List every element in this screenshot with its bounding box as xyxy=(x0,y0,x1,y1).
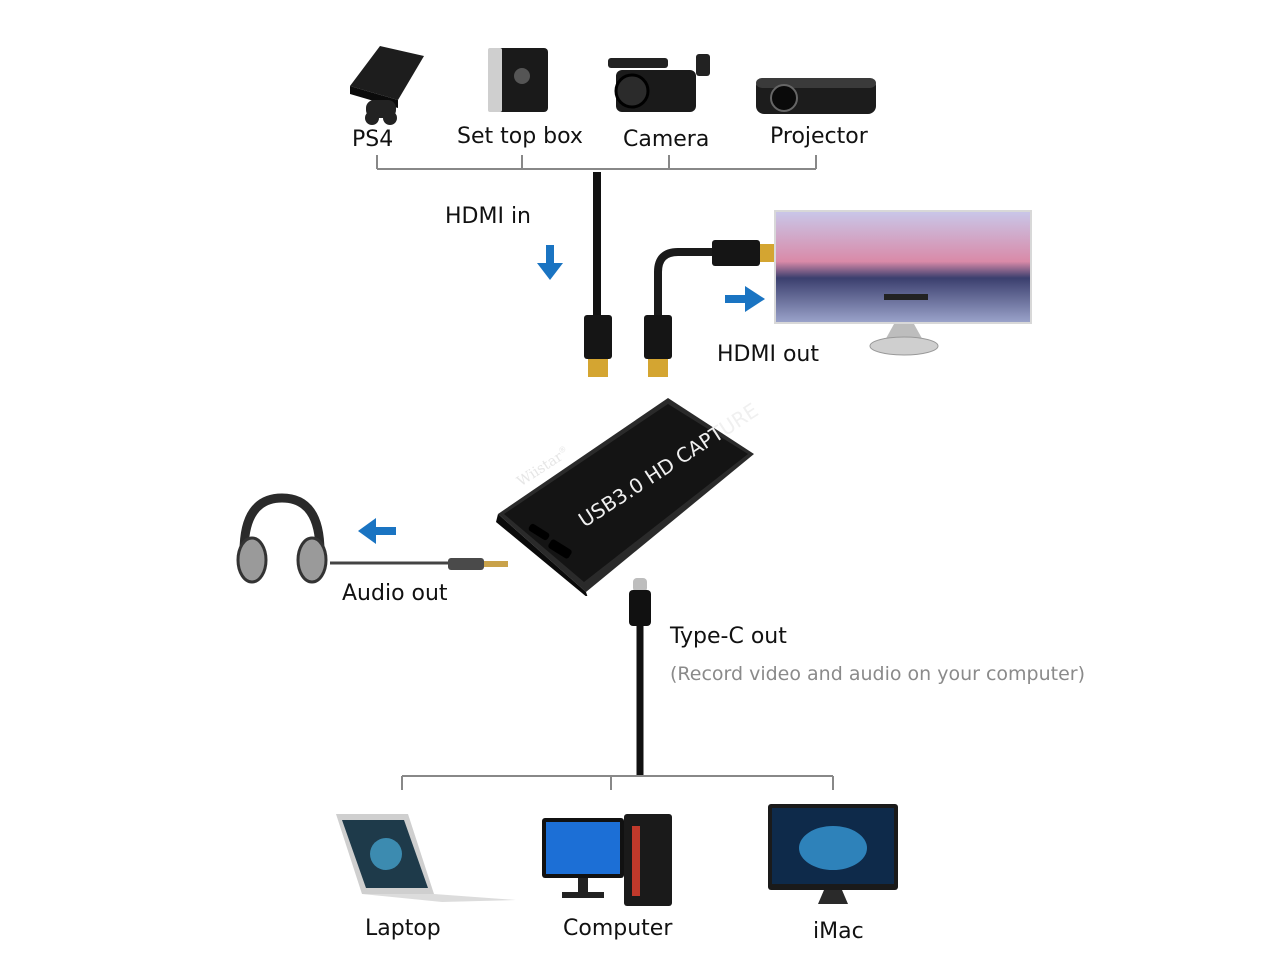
audio-out-label: Audio out xyxy=(342,581,448,606)
target-label-laptop: Laptop xyxy=(365,916,441,941)
arrow-down-icon xyxy=(537,245,563,281)
usb-c-plug-icon xyxy=(629,578,651,626)
source-label-ps4: PS4 xyxy=(352,127,393,152)
target-bracket xyxy=(402,776,833,790)
hdmi-plug-icon xyxy=(642,315,674,379)
typec-note: (Record video and audio on your computer… xyxy=(670,663,1085,685)
desktop-computer-icon xyxy=(540,812,676,908)
target-label-imac: iMac xyxy=(813,919,864,944)
set-top-box-icon xyxy=(484,42,554,118)
projector-icon xyxy=(752,70,880,120)
headphones-icon xyxy=(232,490,332,590)
source-label-camera: Camera xyxy=(623,127,709,152)
source-label-set-top-box: Set top box xyxy=(457,124,583,149)
monitor-icon xyxy=(774,210,1032,358)
camcorder-icon xyxy=(604,48,714,123)
imac-icon xyxy=(768,804,898,908)
hdmi-plug-icon xyxy=(712,238,776,268)
arrow-right-icon xyxy=(725,286,765,312)
laptop-icon xyxy=(332,810,518,906)
hdmi-in-label: HDMI in xyxy=(445,204,531,229)
typec-out-label: Type-C out xyxy=(670,624,787,649)
hdmi-plug-icon xyxy=(582,315,614,379)
source-bracket xyxy=(377,155,816,169)
source-label-projector: Projector xyxy=(770,124,868,149)
ps4-console-icon xyxy=(338,38,428,128)
target-label-computer: Computer xyxy=(563,916,672,941)
audio-jack-icon xyxy=(448,556,510,570)
hdmi-out-label: HDMI out xyxy=(717,342,819,367)
arrow-left-icon xyxy=(358,518,396,544)
